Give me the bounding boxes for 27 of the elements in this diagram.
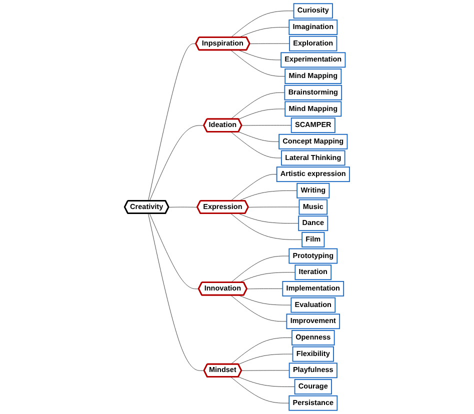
connector xyxy=(238,295,292,306)
connector xyxy=(238,213,299,224)
connector xyxy=(230,132,282,158)
connector xyxy=(238,50,282,60)
connector xyxy=(230,338,292,365)
connector xyxy=(230,10,294,38)
connector xyxy=(230,256,290,283)
connector xyxy=(238,132,280,142)
connector xyxy=(241,370,290,371)
connector xyxy=(230,174,277,202)
connector xyxy=(238,108,286,120)
connector xyxy=(168,206,198,208)
connector xyxy=(242,125,292,126)
connector xyxy=(149,125,204,202)
connector xyxy=(230,376,290,404)
connector xyxy=(230,92,285,120)
connector xyxy=(230,213,302,240)
connector xyxy=(238,354,293,365)
connector xyxy=(230,295,287,322)
connector xyxy=(230,50,286,76)
connector xyxy=(246,288,283,290)
connector xyxy=(250,43,290,44)
connector xyxy=(238,376,295,387)
connector xyxy=(149,213,200,290)
connector xyxy=(148,213,204,371)
connector xyxy=(248,206,300,208)
connector xyxy=(148,44,196,202)
